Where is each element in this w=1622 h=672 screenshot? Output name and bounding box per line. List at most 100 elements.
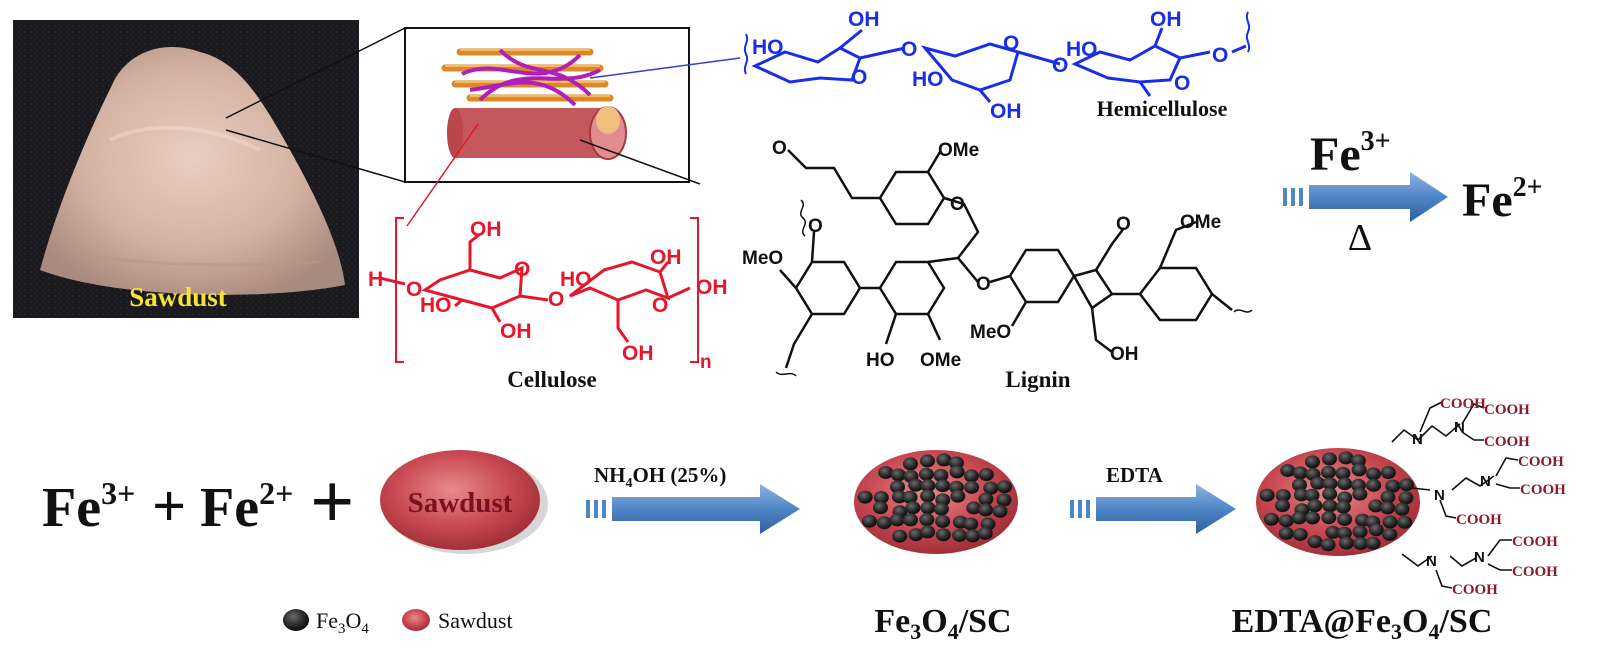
hemi-link-o-2: O xyxy=(1052,54,1068,77)
hemi-ho-2: HO xyxy=(912,68,944,91)
bracket-right xyxy=(690,217,699,363)
fe3o4-particle xyxy=(920,479,936,493)
edta-cooh-2: COOH xyxy=(1484,402,1530,418)
synthesis-scheme: Fe3+ + Fe2+ + Sawdust NH4OH (25%) Fe3O4/… xyxy=(42,396,1566,644)
fe3o4-particle xyxy=(878,465,894,479)
fe3o4-particle xyxy=(919,454,935,468)
fe3o4-particle xyxy=(1368,499,1384,513)
fe3o4-particle xyxy=(1366,478,1382,492)
fe3o4-particle xyxy=(996,480,1012,494)
lignin-furan-o: O xyxy=(1116,214,1131,235)
lignin-ether-o-2: O xyxy=(808,216,823,237)
step1-reagent: NH4OH (25%) xyxy=(594,463,726,491)
fe3o4-particle xyxy=(965,529,981,543)
edta-n-6: N xyxy=(1474,549,1485,566)
hemi-ring-o-1: O xyxy=(851,66,867,89)
lignin-ome-3: OMe xyxy=(920,350,961,371)
fe3o4-particle xyxy=(1304,455,1320,469)
fe3o4-particle xyxy=(1322,477,1338,491)
fe3o4-particle xyxy=(978,503,994,517)
fe3o4-particle xyxy=(1293,488,1309,502)
fe3o4-particle xyxy=(1335,466,1351,480)
fe3o4-particle xyxy=(890,468,906,482)
fe3o4-particle xyxy=(935,479,951,493)
hemi-ho-3: HO xyxy=(1066,38,1098,61)
lignin-ether-o-3: O xyxy=(976,274,991,295)
edta-arms xyxy=(1391,401,1520,589)
fe3o4-particle xyxy=(950,489,966,503)
sawdust-sphere xyxy=(380,450,540,550)
fe3o4-particle xyxy=(1398,491,1414,505)
step2-reagent: EDTA xyxy=(1106,463,1164,487)
cell-oh-1: OH xyxy=(470,218,502,241)
edta-cooh-9: COOH xyxy=(1452,582,1498,598)
fe3o4-particle xyxy=(1337,477,1353,491)
cell-link-o-2: O xyxy=(548,288,564,311)
fe3o4-particle xyxy=(1291,511,1307,525)
fe3o4-particle xyxy=(891,490,907,504)
fe3o4-particle xyxy=(949,465,965,479)
legend: Fe3O4 Sawdust xyxy=(283,608,513,637)
fe3o4-particle xyxy=(1338,536,1354,550)
fe3o4-particle xyxy=(1291,478,1307,492)
hemi-ring-o-3: O xyxy=(1174,72,1190,95)
reduction-arrow xyxy=(1283,172,1448,222)
edta-n-2: N xyxy=(1454,419,1465,436)
legend-fe3o4-label: Fe3O4 xyxy=(316,608,369,637)
reduction-scheme: Fe3+ Δ Fe2+ xyxy=(1283,126,1543,259)
reduction-reactant: Fe3+ xyxy=(1310,126,1391,181)
fe3o4-particle xyxy=(1352,525,1368,539)
fe3o4-particle xyxy=(966,501,982,515)
fe3o4-particle xyxy=(902,513,918,527)
bracket-left xyxy=(395,217,404,363)
edta-n-5: N xyxy=(1426,553,1437,570)
fe3o4-particle xyxy=(935,528,951,542)
reduction-product: Fe2+ xyxy=(1462,172,1543,227)
legend-sawdust-label: Sawdust xyxy=(438,608,513,633)
pointer-cellulose xyxy=(406,123,479,227)
fe3o4-particle xyxy=(908,528,924,542)
fe3o4-particle xyxy=(933,468,949,482)
ion-fe2: Fe2+ xyxy=(200,475,293,539)
fe3o4-particle xyxy=(1321,511,1337,525)
cell-ho-1: HO xyxy=(420,294,452,317)
edta-cooh-1: COOH xyxy=(1440,396,1486,412)
hemicellulose-label: Hemicellulose xyxy=(1097,96,1228,121)
intermediate-label: Fe3O4/SC xyxy=(874,603,1011,644)
plus-sign-2: + xyxy=(310,458,354,545)
lignin-meo-1: MeO xyxy=(742,248,783,269)
cell-ho-2: HO xyxy=(560,268,592,291)
fe3o4-particle xyxy=(1292,466,1308,480)
fe3o4-particle xyxy=(1325,525,1341,539)
fe3o4-particle xyxy=(935,514,951,528)
hemi-ring-o-2: O xyxy=(1003,32,1019,55)
fe3o4-particle xyxy=(892,529,908,543)
cell-oh-4: OH xyxy=(696,276,728,299)
fe3o4-particle xyxy=(1263,512,1279,526)
fe3o4-particle xyxy=(1292,527,1308,541)
fe3o4-particle xyxy=(876,516,892,530)
edta-cooh-5: COOH xyxy=(1520,482,1566,498)
fe3o4-particle xyxy=(908,478,924,492)
fe3o4-particle xyxy=(920,501,936,515)
fe3o4-particle xyxy=(1338,451,1354,465)
plus-sign-1: + xyxy=(152,473,186,539)
cell-link-o-1: O xyxy=(406,278,422,301)
fe3o4-particle xyxy=(1351,463,1367,477)
fe3o4-particle xyxy=(861,514,877,528)
fe3o4-particle xyxy=(978,492,994,506)
fe3o4-particle xyxy=(1368,523,1384,537)
lignin-meo-2: MeO xyxy=(970,322,1011,343)
fe3o4-particle xyxy=(920,489,936,503)
fiber-inset xyxy=(404,27,741,227)
lignin-oh: OH xyxy=(1110,344,1139,365)
lignin-aldehyde-o: O xyxy=(772,138,787,159)
fe3o4-particle xyxy=(902,490,918,504)
lignin-structure: O OMe O O MeO O OMe O MeO HO OMe OH Lign… xyxy=(742,138,1253,392)
zoom-line-bottom xyxy=(225,129,406,183)
pointer-lignin xyxy=(579,139,701,185)
fe3o4-particle xyxy=(1394,502,1410,516)
fe3o4-particle xyxy=(963,517,979,531)
fe3o4-particle xyxy=(902,457,918,471)
fe3o4-particle xyxy=(952,528,968,542)
